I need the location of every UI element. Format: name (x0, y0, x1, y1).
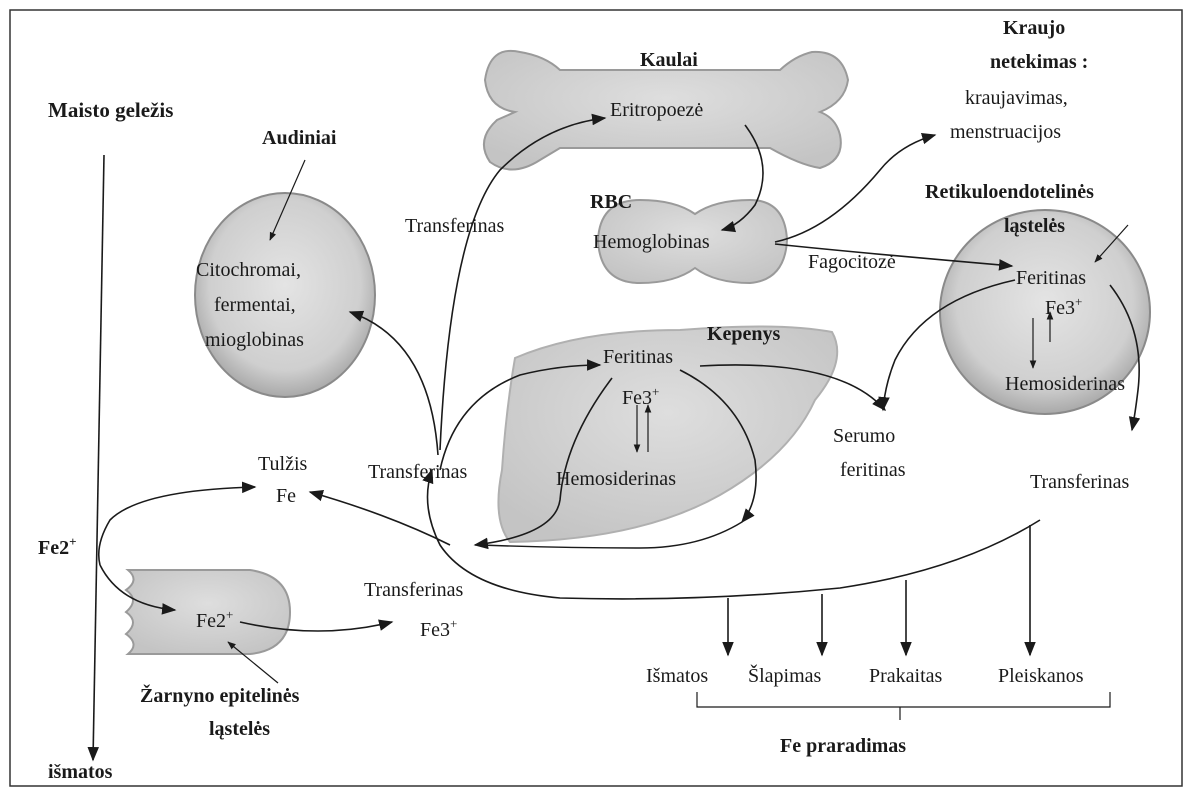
audiniai-item-2: fermentai, (214, 293, 296, 317)
serumo-feritinas-2: feritinas (840, 458, 906, 482)
transferinas-lower-fe3: Fe3+ (420, 612, 457, 642)
zarnyno-title-2: ląstelės (209, 717, 270, 741)
dietary-iron-line (93, 155, 104, 760)
blood-loss-title-2: netekimas : (990, 50, 1088, 74)
audiniai-item-3: mioglobinas (205, 328, 304, 352)
liver-feritinas: Feritinas (603, 345, 673, 369)
retikulo-feritinas: Feritinas (1016, 266, 1086, 290)
tulzis-fe-label: Fe (276, 484, 296, 508)
audiniai-item-1: Citochromai, (196, 258, 301, 282)
audiniai-label: Audiniai (262, 126, 336, 150)
hemoglobinas-label: Hemoglobinas (593, 230, 710, 254)
kaulai-label: Kaulai (640, 48, 698, 72)
losses-bracket (697, 692, 1110, 720)
kepenys-label: Kepenys (707, 322, 780, 346)
liver-fe3: Fe3+ (622, 380, 659, 410)
fe-praradimas-label: Fe praradimas (780, 734, 906, 758)
maisto-gelezis-title: Maisto geležis (48, 98, 173, 122)
ismatos-bottom-label: išmatos (48, 760, 112, 784)
loss-slapimas: Šlapimas (748, 664, 821, 688)
loss-prakaitas: Prakaitas (869, 664, 942, 688)
zarnyno-title-1: Žarnyno epitelinės (140, 684, 299, 708)
retikulo-title-2: ląstelės (1004, 214, 1065, 238)
tulzis-label: Tulžis (258, 452, 307, 476)
blood-loss-item-1: kraujavimas, (965, 86, 1068, 110)
cell-fe2-label: Fe2+ (196, 603, 233, 633)
eritropoeze-label: Eritropoezė (610, 98, 703, 122)
arrow-bile-loop (99, 487, 255, 565)
fagocitoze-label: Fagocitozė (808, 250, 896, 274)
fe2-left-label: Fe2+ (38, 530, 77, 560)
retikulo-title-1: Retikuloendotelinės (925, 180, 1094, 204)
retikulo-fe3: Fe3+ (1045, 290, 1082, 320)
blood-loss-item-2: menstruacijos (950, 120, 1061, 144)
transferinas-lower-label: Transferinas (364, 578, 463, 602)
loss-pleiskanos: Pleiskanos (998, 664, 1084, 688)
retikulo-hemosiderinas: Hemosiderinas (1005, 372, 1125, 396)
transferinas-center-label: Transferinas (368, 460, 467, 484)
arrow-to-bile (310, 492, 450, 545)
transferinas-right-label: Transferinas (1030, 470, 1129, 494)
serumo-feritinas-1: Serumo (833, 424, 895, 448)
transferinas-upper-label: Transferinas (405, 214, 504, 238)
blood-loss-title-1: Kraujo (1003, 16, 1065, 40)
rbc-label: RBC (590, 190, 632, 214)
liver-hemosiderinas: Hemosiderinas (556, 467, 676, 491)
loss-ismatos: Išmatos (646, 664, 708, 688)
